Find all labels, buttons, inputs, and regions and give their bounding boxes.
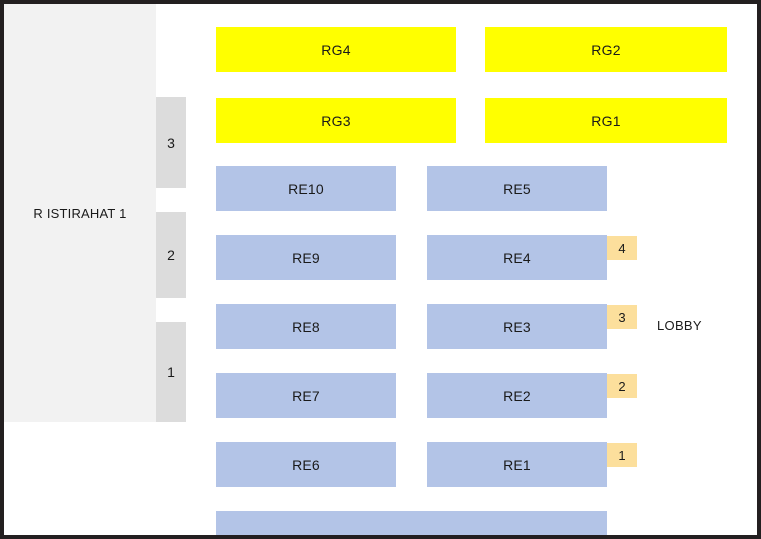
badge-1-label: 1: [618, 447, 626, 463]
floor-block-1[interactable]: 1: [156, 322, 186, 422]
room-rg1[interactable]: RG1: [485, 98, 727, 143]
room-re9[interactable]: RE9: [216, 235, 396, 280]
room-re4[interactable]: RE4: [427, 235, 607, 280]
room-bottom-partial[interactable]: [216, 511, 607, 535]
room-rg1-label: RG1: [591, 112, 621, 129]
badge-4-label: 4: [618, 240, 626, 256]
badge-3-label: 3: [618, 309, 626, 325]
room-re6-label: RE6: [292, 456, 320, 473]
room-re10[interactable]: RE10: [216, 166, 396, 211]
floor-block-3-label: 3: [167, 134, 175, 151]
room-re2[interactable]: RE2: [427, 373, 607, 418]
badge-1[interactable]: 1: [607, 443, 637, 467]
floor-block-3[interactable]: 3: [156, 97, 186, 188]
room-re2-label: RE2: [503, 387, 531, 404]
room-rg2[interactable]: RG2: [485, 27, 727, 72]
room-re4-label: RE4: [503, 249, 531, 266]
floor-block-2-label: 2: [167, 247, 175, 263]
room-re8-label: RE8: [292, 318, 320, 335]
room-re7[interactable]: RE7: [216, 373, 396, 418]
rest-area-label: R ISTIRAHAT 1: [33, 205, 127, 221]
room-rg2-label: RG2: [591, 41, 621, 58]
room-re3[interactable]: RE3: [427, 304, 607, 349]
badge-2-label: 2: [618, 378, 626, 394]
room-rg4-label: RG4: [321, 41, 351, 58]
room-re3-label: RE3: [503, 318, 531, 335]
room-re1[interactable]: RE1: [427, 442, 607, 487]
badge-4[interactable]: 4: [607, 236, 637, 260]
room-re6[interactable]: RE6: [216, 442, 396, 487]
floor-block-1-label: 1: [167, 364, 175, 380]
room-rg4[interactable]: RG4: [216, 27, 456, 72]
badge-2[interactable]: 2: [607, 374, 637, 398]
lobby-label: LOBBY: [657, 318, 702, 333]
room-re10-label: RE10: [288, 180, 324, 197]
room-re1-label: RE1: [503, 456, 531, 473]
badge-3[interactable]: 3: [607, 305, 637, 329]
room-re5[interactable]: RE5: [427, 166, 607, 211]
room-rg3[interactable]: RG3: [216, 98, 456, 143]
room-re8[interactable]: RE8: [216, 304, 396, 349]
room-re7-label: RE7: [292, 387, 320, 404]
room-re9-label: RE9: [292, 249, 320, 266]
floor-block-2[interactable]: 2: [156, 212, 186, 298]
rest-area-panel[interactable]: R ISTIRAHAT 1: [4, 4, 156, 422]
room-rg3-label: RG3: [321, 112, 351, 129]
room-re5-label: RE5: [503, 180, 531, 197]
